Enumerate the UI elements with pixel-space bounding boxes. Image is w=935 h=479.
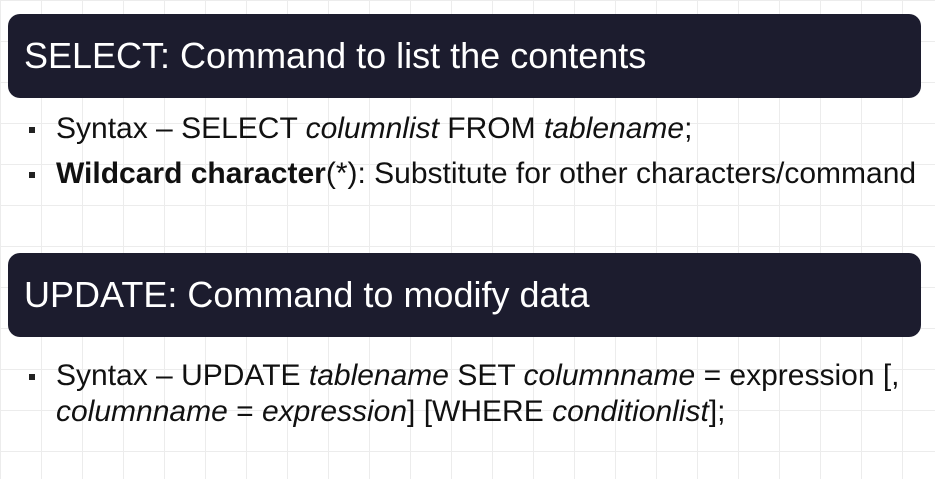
where-keyword: ] [WHERE [407, 395, 553, 428]
select-bullet-list: Syntax – SELECT columnlist FROM tablenam… [26, 111, 921, 201]
columnlist-placeholder: columnlist [305, 112, 439, 145]
update-section-banner: UPDATE: Command to modify data [8, 253, 921, 337]
assignment-text: = expression [, [695, 359, 900, 392]
statement-terminator: ]; [708, 395, 726, 428]
wildcard-bullet: Wildcard character(*): Substitute for ot… [26, 156, 921, 192]
syntax-prefix: Syntax – SELECT [56, 112, 306, 145]
conditionlist-placeholder: conditionlist [552, 395, 709, 428]
statement-terminator: ; [684, 112, 693, 145]
select-section-banner: SELECT: Command to list the contents [8, 14, 921, 98]
from-keyword: FROM [438, 112, 544, 145]
tablename-placeholder: tablename [543, 112, 685, 145]
select-syntax-bullet: Syntax – SELECT columnlist FROM tablenam… [26, 111, 921, 147]
update-syntax-bullet: Syntax – UPDATE tablename SET columnname… [26, 358, 921, 430]
expression-placeholder: expression [261, 395, 408, 428]
update-section-heading: UPDATE: Command to modify data [24, 274, 590, 315]
equals-sign: = [227, 395, 262, 428]
set-keyword: SET [448, 359, 524, 392]
syntax-prefix: Syntax – UPDATE [56, 359, 309, 392]
update-bullet-list: Syntax – UPDATE tablename SET columnname… [26, 358, 921, 439]
wildcard-term: Wildcard character [56, 157, 326, 190]
wildcard-description: (*): Substitute for other characters/com… [325, 157, 917, 190]
columnname-placeholder: columnname [523, 359, 696, 392]
columnname-placeholder: columnname [56, 395, 228, 428]
tablename-placeholder: tablename [308, 359, 449, 392]
select-section-heading: SELECT: Command to list the contents [24, 35, 647, 76]
